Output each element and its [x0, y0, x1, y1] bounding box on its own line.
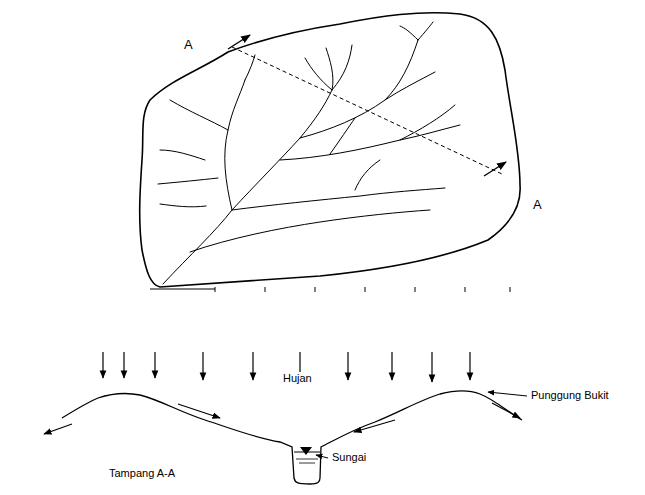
runoff-arrows — [44, 403, 520, 434]
ridge-label: Punggung Bukit — [530, 389, 610, 401]
section-letter: A — [532, 198, 543, 212]
baseline-ticks — [150, 287, 510, 292]
ground-profile — [62, 391, 522, 484]
section-arrow — [484, 162, 506, 176]
leader-arrow — [488, 392, 527, 396]
leader-arrow — [316, 455, 328, 458]
watershed-boundary — [140, 13, 520, 287]
section-arrow — [228, 35, 250, 49]
section-line — [232, 47, 502, 174]
water-level-symbol — [300, 447, 312, 455]
section-title: Tampang A-A — [108, 467, 176, 479]
section-letter: A — [183, 38, 194, 52]
river-network — [158, 22, 460, 284]
river-label: Sungai — [331, 451, 367, 463]
rain-label: Hujan — [282, 372, 313, 384]
